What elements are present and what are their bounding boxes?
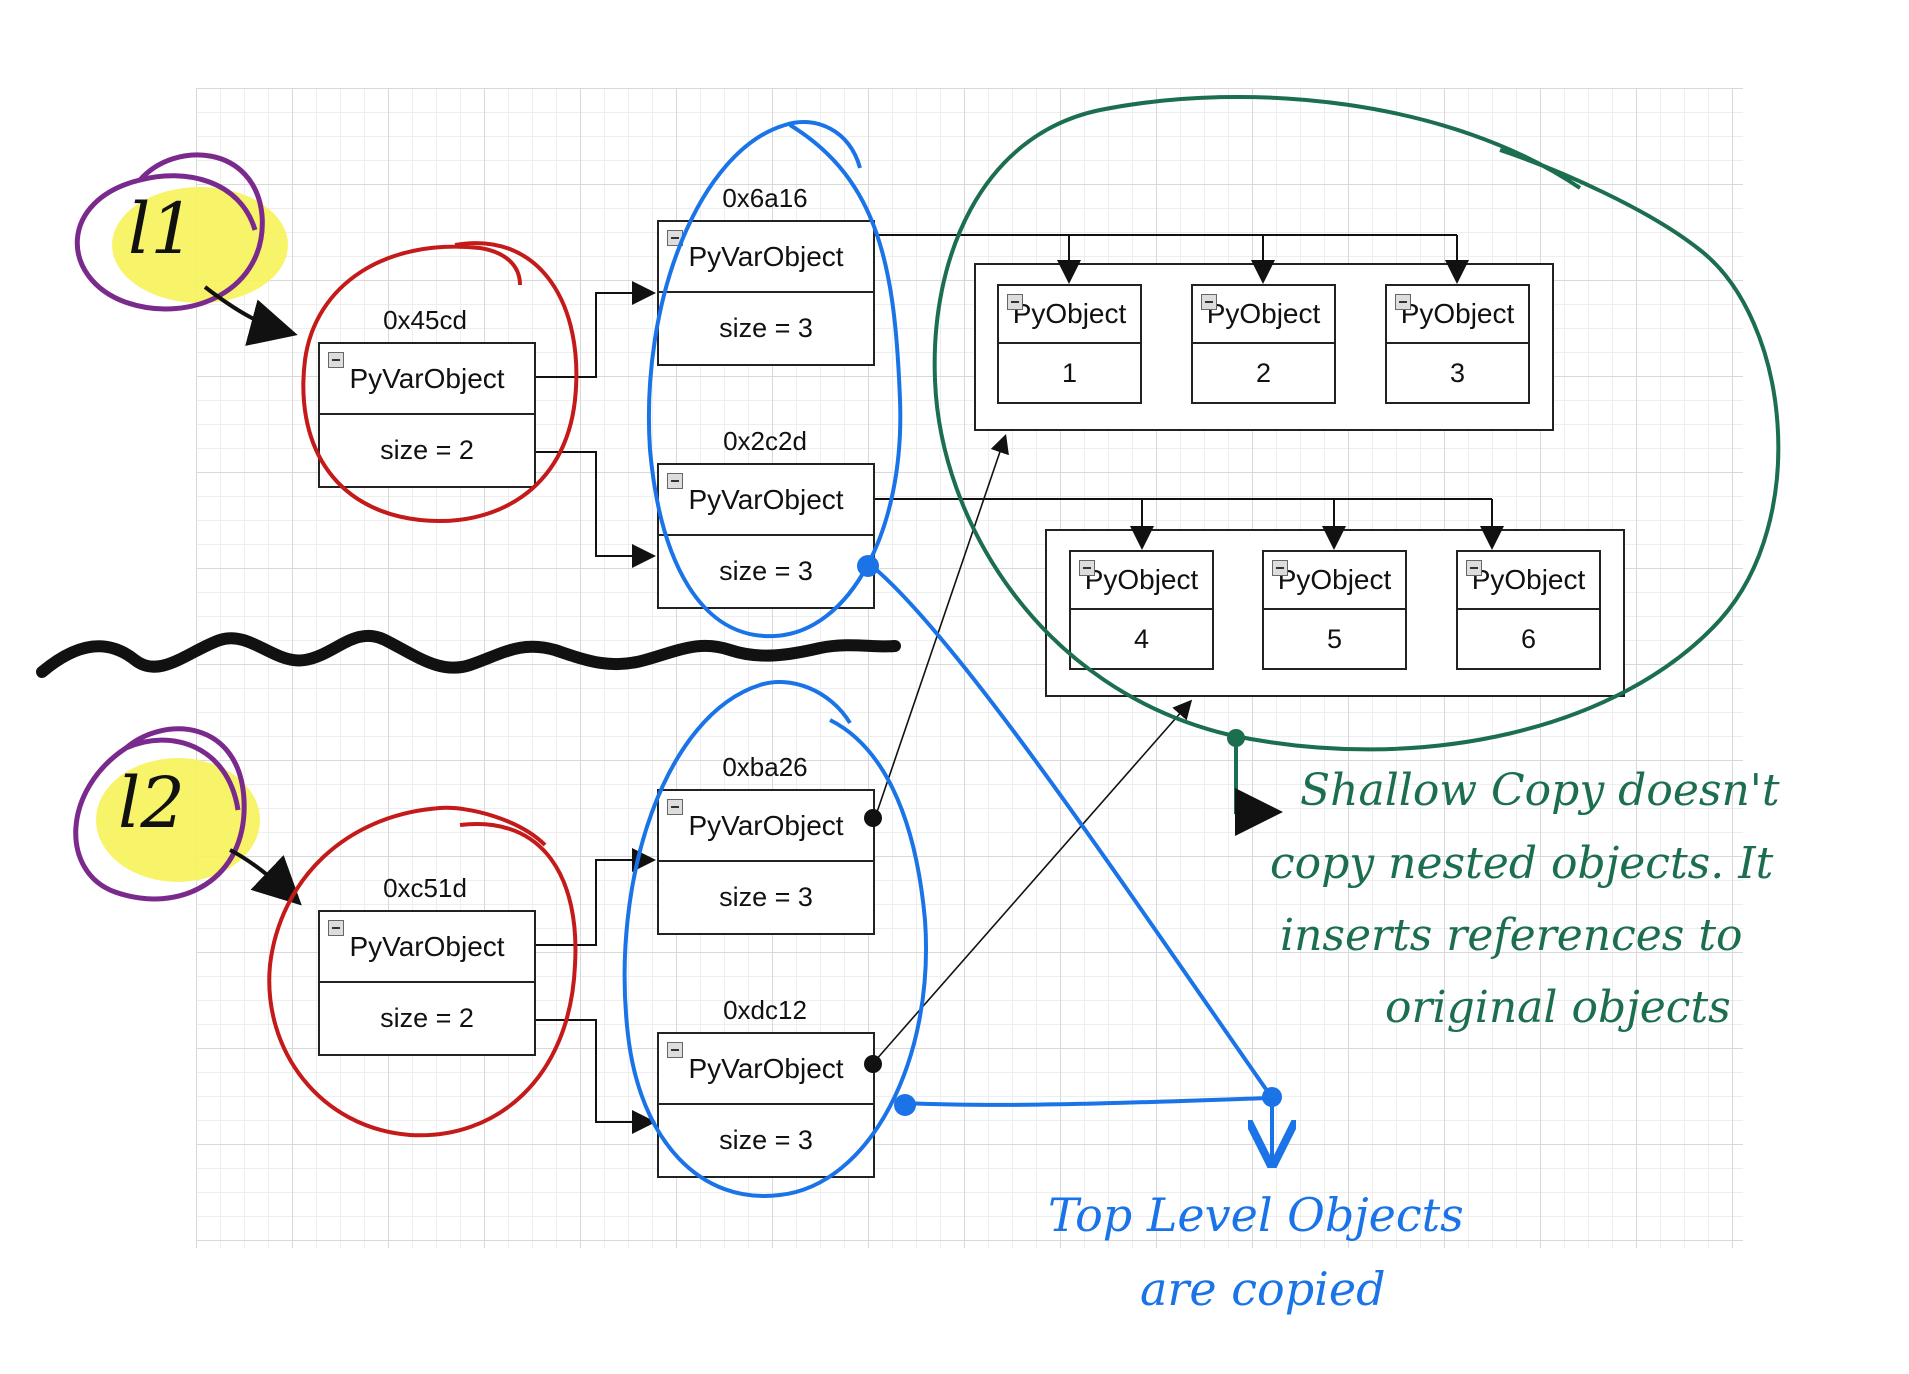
outer-list-1-type: PyVarObject <box>349 362 505 394</box>
blue-dot-dc12 <box>894 1094 916 1116</box>
object-1: PyObject 1 <box>997 284 1142 404</box>
object-2: PyObject 2 <box>1191 284 1336 404</box>
object-3: PyObject 3 <box>1385 284 1530 404</box>
object-4-value: 4 <box>1133 623 1150 654</box>
inner-original-circle <box>647 120 903 639</box>
object-4: PyObject 4 <box>1069 550 1214 670</box>
connector-dc12-to-group2 <box>874 699 1193 1062</box>
object-3-type: PyObject <box>1400 298 1515 329</box>
object-6-value: 6 <box>1520 623 1537 654</box>
inner-list-a-node: PyVarObject size = 3 <box>657 220 875 366</box>
collapse-icon[interactable] <box>667 473 683 489</box>
connector-l2-to-ba26 <box>536 848 656 946</box>
object-3-value: 3 <box>1449 357 1466 388</box>
blue-note-line-1: Top Level Objects <box>1048 1188 1464 1242</box>
l1-circle <box>74 152 265 312</box>
inner-copy-b-node: PyVarObject size = 3 <box>657 1032 875 1178</box>
collapse-icon[interactable] <box>1201 294 1217 310</box>
blue-dot-junction <box>1262 1087 1282 1107</box>
l2-circle <box>73 726 247 902</box>
l1-outer-circle <box>301 241 579 523</box>
outer-list-1-node: PyVarObject size = 2 <box>318 342 536 488</box>
inner-list-b-node: PyVarObject size = 3 <box>657 463 875 609</box>
inner-copy-a-node: PyVarObject size = 3 <box>657 789 875 935</box>
object-5-type: PyObject <box>1277 564 1392 595</box>
object-6: PyObject 6 <box>1456 550 1601 670</box>
outer-list-1-address: 0x45cd <box>383 305 467 335</box>
object-5: PyObject 5 <box>1262 550 1407 670</box>
inner-list-b-size: size = 3 <box>719 556 813 586</box>
outer-list-2-node: PyVarObject size = 2 <box>318 910 536 1056</box>
object-1-type: PyObject <box>1012 298 1127 329</box>
collapse-icon[interactable] <box>1079 560 1095 576</box>
inner-copy-a-size: size = 3 <box>719 882 813 912</box>
l1-pointer <box>203 285 298 346</box>
object-1-value: 1 <box>1061 357 1078 388</box>
connector-l1-to-2c2d <box>536 451 656 568</box>
collapse-icon[interactable] <box>1395 294 1411 310</box>
blue-note-line-2: are copied <box>1140 1262 1386 1316</box>
connector-ba26-to-group1 <box>874 433 1009 819</box>
collapse-icon[interactable] <box>667 1042 683 1058</box>
green-dot <box>1227 729 1245 747</box>
ref-dot-dc12 <box>864 1055 882 1073</box>
inner-list-a-address: 0x6a16 <box>722 183 808 213</box>
object-2-value: 2 <box>1255 357 1272 388</box>
object-6-type: PyObject <box>1471 564 1586 595</box>
inner-copy-a-address: 0xba26 <box>722 752 808 782</box>
collapse-icon[interactable] <box>667 230 683 246</box>
outer-list-2-type: PyVarObject <box>349 930 505 962</box>
green-note-line-4: original objects <box>1385 982 1731 1033</box>
inner-copy-b-address: 0xdc12 <box>723 995 807 1025</box>
collapse-icon[interactable] <box>1466 560 1482 576</box>
wavy-divider <box>36 629 901 678</box>
l2-outer-circle <box>267 805 578 1138</box>
inner-list-b-address: 0x2c2d <box>723 426 807 456</box>
inner-copy-circle <box>622 679 928 1198</box>
note-bracket <box>1234 735 1283 836</box>
object-5-value: 5 <box>1326 623 1343 654</box>
collapse-icon[interactable] <box>1007 294 1023 310</box>
l2-highlight <box>96 758 260 882</box>
collapse-icon[interactable] <box>1272 560 1288 576</box>
outer-list-2-size: size = 2 <box>380 1003 474 1033</box>
top-level-line-b <box>904 1096 1271 1107</box>
inner-copy-b-type: PyVarObject <box>688 1052 844 1084</box>
inner-list-a-size: size = 3 <box>719 313 813 343</box>
label-l2: l2 <box>118 762 185 844</box>
outer-list-1-size: size = 2 <box>380 435 474 465</box>
outer-list-2-address: 0xc51d <box>383 873 467 903</box>
ref-dot-ba26 <box>864 809 882 827</box>
green-note-line-1: Shallow Copy doesn't <box>1300 765 1780 816</box>
collapse-icon[interactable] <box>328 352 344 368</box>
top-level-line-a <box>870 564 1272 1097</box>
connector-l1-to-6a16 <box>536 281 656 378</box>
objects-circle <box>932 95 1781 752</box>
inner-list-a-type: PyVarObject <box>688 240 844 272</box>
label-l1: l1 <box>128 188 195 270</box>
green-note-line-2: copy nested objects. It <box>1270 838 1774 889</box>
inner-copy-b-size: size = 3 <box>719 1125 813 1155</box>
object-4-type: PyObject <box>1084 564 1199 595</box>
blue-dot-2c2d <box>857 555 879 577</box>
collapse-icon[interactable] <box>667 799 683 815</box>
green-note-line-3: inserts references to <box>1280 910 1743 961</box>
inner-copy-a-type: PyVarObject <box>688 809 844 841</box>
l2-pointer <box>229 848 302 906</box>
inner-list-b-type: PyVarObject <box>688 483 844 515</box>
object-2-type: PyObject <box>1206 298 1321 329</box>
collapse-icon[interactable] <box>328 920 344 936</box>
